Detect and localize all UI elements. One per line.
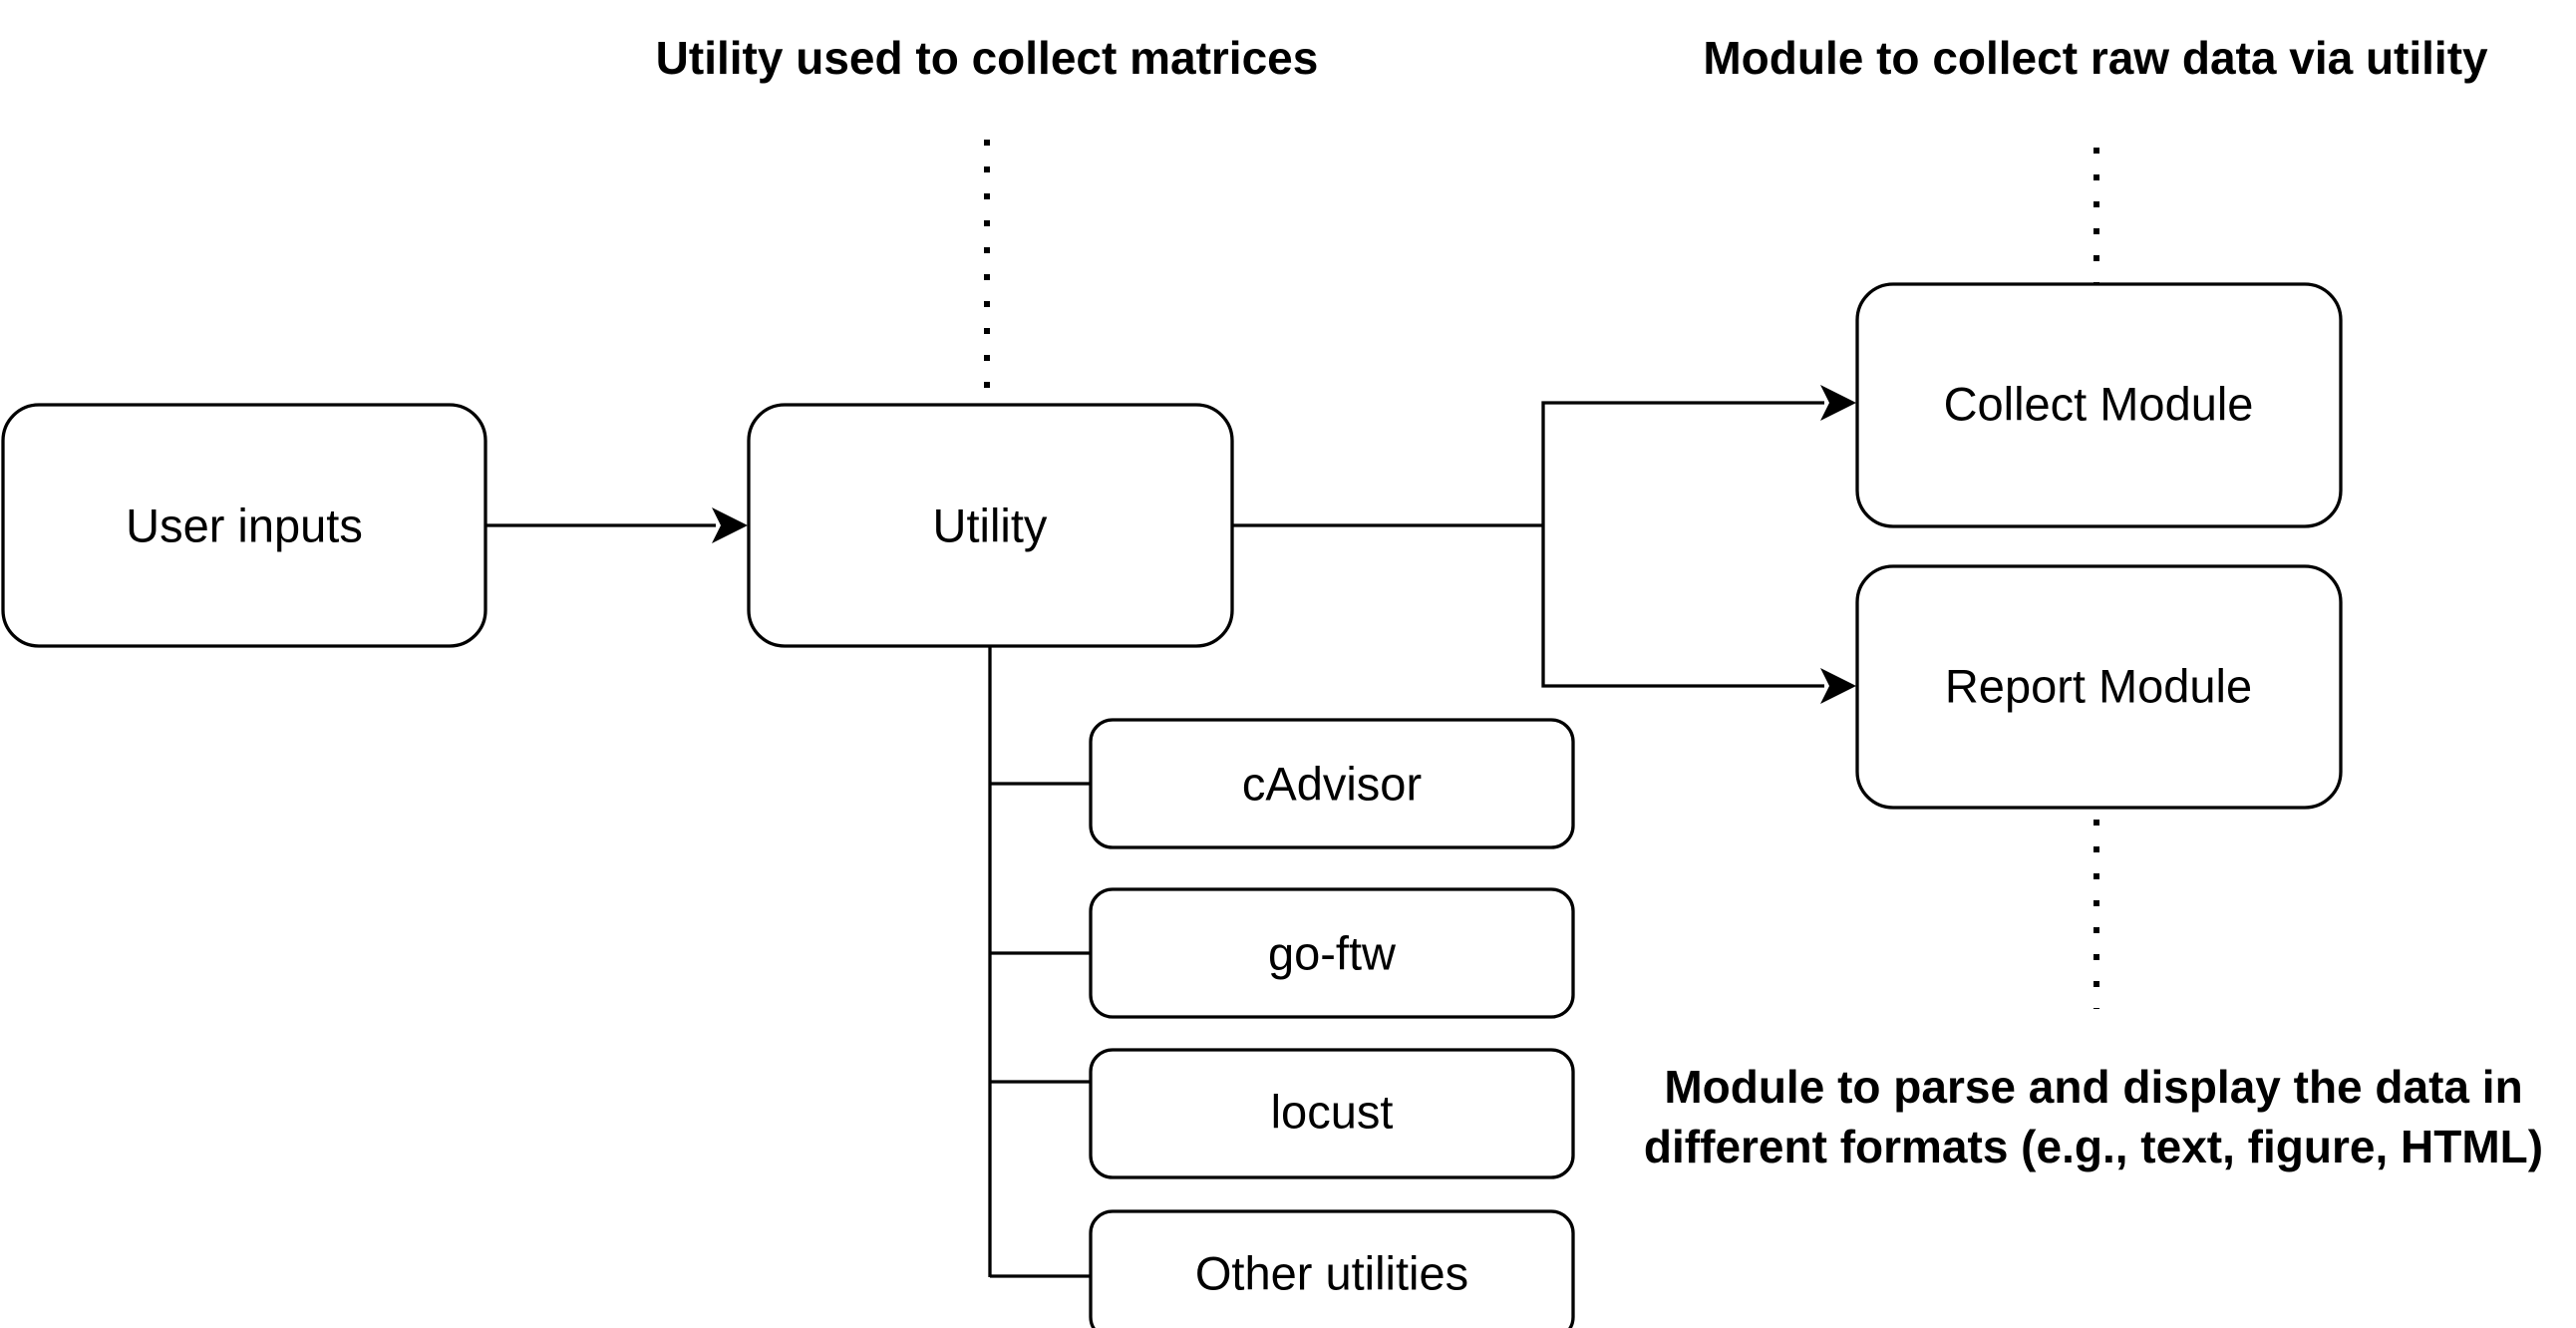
node-cadvisor: cAdvisor xyxy=(1089,718,1575,849)
arrowhead-report-module xyxy=(1820,668,1856,704)
node-locust: locust xyxy=(1089,1048,1575,1179)
node-other-utilities: Other utilities xyxy=(1089,1209,1575,1328)
node-report-module: Report Module xyxy=(1855,564,2343,810)
arrowhead-utility xyxy=(712,507,748,543)
node-utility-label: Utility xyxy=(933,499,1048,552)
node-cadvisor-label: cAdvisor xyxy=(1242,758,1422,811)
edge-utility-to-collect-module xyxy=(1541,401,1824,525)
node-other-utilities-label: Other utilities xyxy=(1195,1247,1468,1300)
node-go-ftw-label: go-ftw xyxy=(1268,927,1397,980)
report-module-annotation-line2: different formats (e.g., text, figure, H… xyxy=(1644,1121,2543,1172)
utility-annotation: Utility used to collect matrices xyxy=(656,32,1319,84)
arrowhead-collect-module xyxy=(1820,385,1856,421)
node-user-inputs-label: User inputs xyxy=(126,499,363,552)
node-user-inputs: User inputs xyxy=(1,403,487,648)
node-report-module-label: Report Module xyxy=(1945,660,2252,713)
report-module-annotation-line1: Module to parse and display the data in xyxy=(1664,1061,2522,1113)
node-utility: Utility xyxy=(747,403,1234,648)
collect-module-annotation: Module to collect raw data via utility xyxy=(1703,32,2488,84)
edge-utility-to-report-module xyxy=(1541,525,1824,688)
node-collect-module: Collect Module xyxy=(1855,282,2343,528)
node-go-ftw: go-ftw xyxy=(1089,887,1575,1019)
node-collect-module-label: Collect Module xyxy=(1944,378,2254,431)
node-locust-label: locust xyxy=(1271,1086,1394,1139)
